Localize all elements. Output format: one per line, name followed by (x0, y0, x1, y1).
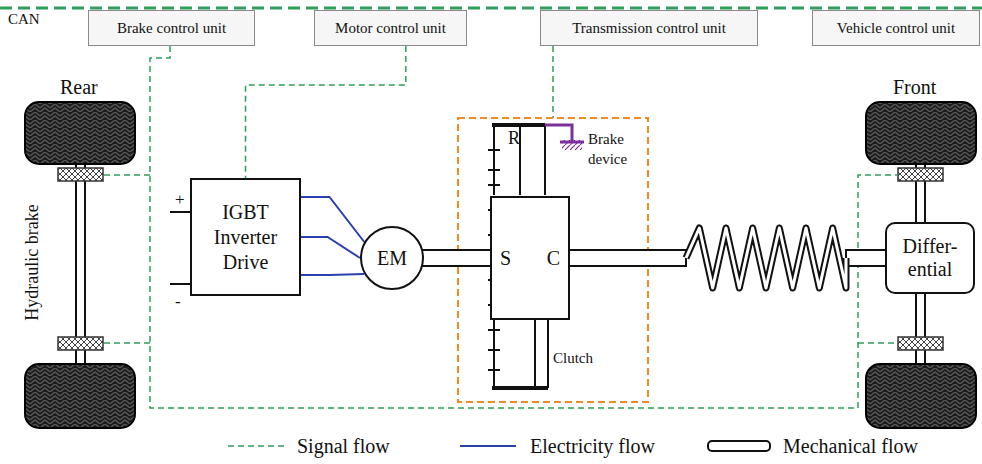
connector (569, 228, 886, 288)
legend-text: Mechanical flow (783, 435, 918, 458)
node-text: Differ- ential (893, 235, 967, 281)
power-line (301, 237, 360, 258)
gear-label: R (508, 128, 520, 149)
power-line (301, 274, 364, 275)
node-text: C (547, 247, 560, 270)
axle-label: Front (893, 76, 936, 99)
signal-line (246, 46, 406, 178)
connector (246, 46, 406, 178)
transmission-signal-line (552, 46, 554, 118)
terminal-label: - (175, 292, 181, 312)
legend-sample (460, 445, 516, 447)
control-unit-box: Vehicle control unit (812, 10, 980, 46)
shaft (422, 250, 491, 266)
legend-sample (228, 445, 286, 447)
brake-label: Hydraulic brake (22, 204, 43, 320)
legend-text: Signal flow (297, 435, 390, 458)
brake-device-label: Brake device (588, 130, 648, 169)
axle-label: Rear (60, 76, 98, 99)
shaft (846, 250, 886, 266)
connector (301, 197, 364, 275)
node-text: Transmission control unit (572, 20, 726, 37)
control-unit-box: Brake control unit (88, 10, 255, 46)
differential-box: Differ- ential (885, 222, 975, 294)
node-text: Vehicle control unit (837, 20, 955, 37)
legend-text: Electricity flow (530, 435, 655, 458)
spring-outline (686, 228, 846, 288)
bus-label: CAN (8, 11, 40, 28)
node-text: Brake control unit (117, 20, 226, 37)
carrier-box: SC (490, 196, 570, 320)
node-text: IGBT Inverter Drive (192, 200, 299, 275)
node-text: Motor control unit (335, 20, 446, 37)
connector (422, 250, 491, 266)
motor-circle: EM (360, 226, 424, 290)
inverter-box: IGBT Inverter Drive (190, 178, 301, 296)
brake-device-symbol (545, 125, 584, 150)
spring-core (686, 228, 846, 288)
legend-sample (708, 441, 770, 451)
control-unit-box: Motor control unit (314, 10, 467, 46)
power-line (301, 197, 364, 242)
node-text: EM (377, 247, 407, 270)
shaft (569, 250, 686, 266)
brake-signal-line (103, 46, 898, 408)
node-text: S (500, 247, 511, 270)
clutch-label: Clutch (553, 350, 593, 367)
control-unit-box: Transmission control unit (540, 10, 758, 46)
terminal-label: + (175, 190, 185, 210)
